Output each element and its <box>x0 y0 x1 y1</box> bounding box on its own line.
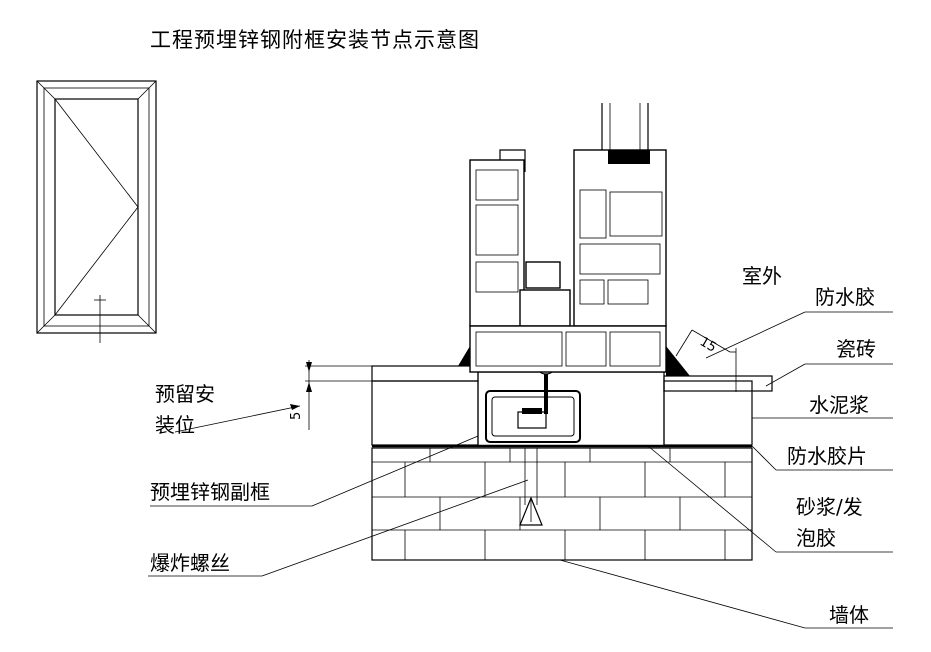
window-elevation-icon <box>36 80 157 343</box>
diagram-title: 工程预埋锌钢附框安装节点示意图 <box>150 28 480 52</box>
label-tile: 瓷砖 <box>836 337 876 361</box>
gap-dimension-value: 5 <box>289 412 304 420</box>
label-waterproof-sheet: 防水胶片 <box>787 444 867 468</box>
label-mortar-foam-line1: 砂浆/发 <box>796 495 863 519</box>
label-anchor-bolt: 爆炸螺丝 <box>150 551 230 575</box>
label-cement-mortar: 水泥浆 <box>809 393 869 417</box>
embedded-sub-frame <box>485 367 581 443</box>
label-reserved-line2: 装位 <box>155 413 195 437</box>
label-mortar-foam-line2: 泡胶 <box>796 526 836 550</box>
label-outdoor: 室外 <box>742 264 782 288</box>
window-profile <box>458 103 690 376</box>
gap-dimension: 5 <box>289 360 470 430</box>
anchor-bolt <box>519 448 543 526</box>
label-embedded-frame: 预埋锌钢副框 <box>150 480 270 504</box>
brick-wall <box>371 447 753 561</box>
label-waterproof-glue: 防水胶 <box>815 285 875 309</box>
leader-lines <box>148 311 893 629</box>
label-wall: 墙体 <box>829 603 869 627</box>
slope-dimension: 15 <box>675 329 737 392</box>
label-reserved-line1: 预留安 <box>155 382 215 406</box>
slope-dimension-value: 15 <box>697 334 719 355</box>
